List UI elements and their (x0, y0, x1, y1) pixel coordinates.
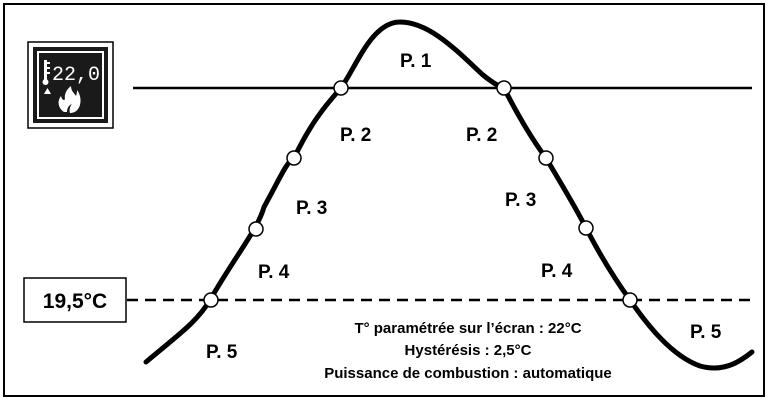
thermometer-icon (42, 60, 50, 85)
phase-label-p4-right: P. 4 (541, 261, 573, 282)
threshold-label-box (23, 277, 127, 323)
phase-label-p3-right: P. 3 (505, 190, 536, 211)
transition-point (496, 80, 512, 96)
display-reading: 22,0 (52, 64, 100, 87)
flame-icon (58, 86, 81, 113)
phase-label-p4-left: P. 4 (258, 262, 290, 283)
phase-label-p5-right: P. 5 (690, 322, 722, 343)
arrow-up-icon (44, 88, 51, 94)
thermostat-display-icon: 22,0 (27, 41, 114, 129)
note-combustion-power: Puissance de combustion : automatique (324, 365, 612, 382)
transition-point (203, 292, 219, 308)
transition-point (333, 80, 349, 96)
note-setpoint: T° paramétrée sur l’écran : 22°C (354, 320, 581, 337)
phase-label-p3-left: P. 3 (296, 198, 327, 219)
transition-points (203, 80, 638, 308)
phase-label-p2-left: P. 2 (340, 125, 371, 146)
transition-point (538, 150, 554, 166)
temperature-curve (143, 19, 755, 371)
note-hysteresis: Hystérésis : 2,5°C (405, 342, 532, 359)
phase-label-p5-left: P. 5 (206, 342, 238, 363)
threshold-label: 19,5°C (43, 290, 107, 313)
phase-label-p2-right: P. 2 (466, 125, 497, 146)
phase-label-p1: P. 1 (400, 51, 432, 72)
transition-point (286, 150, 302, 166)
diagram-frame (3, 3, 765, 397)
transition-point (622, 292, 638, 308)
transition-point (578, 220, 594, 236)
transition-point (248, 221, 264, 237)
